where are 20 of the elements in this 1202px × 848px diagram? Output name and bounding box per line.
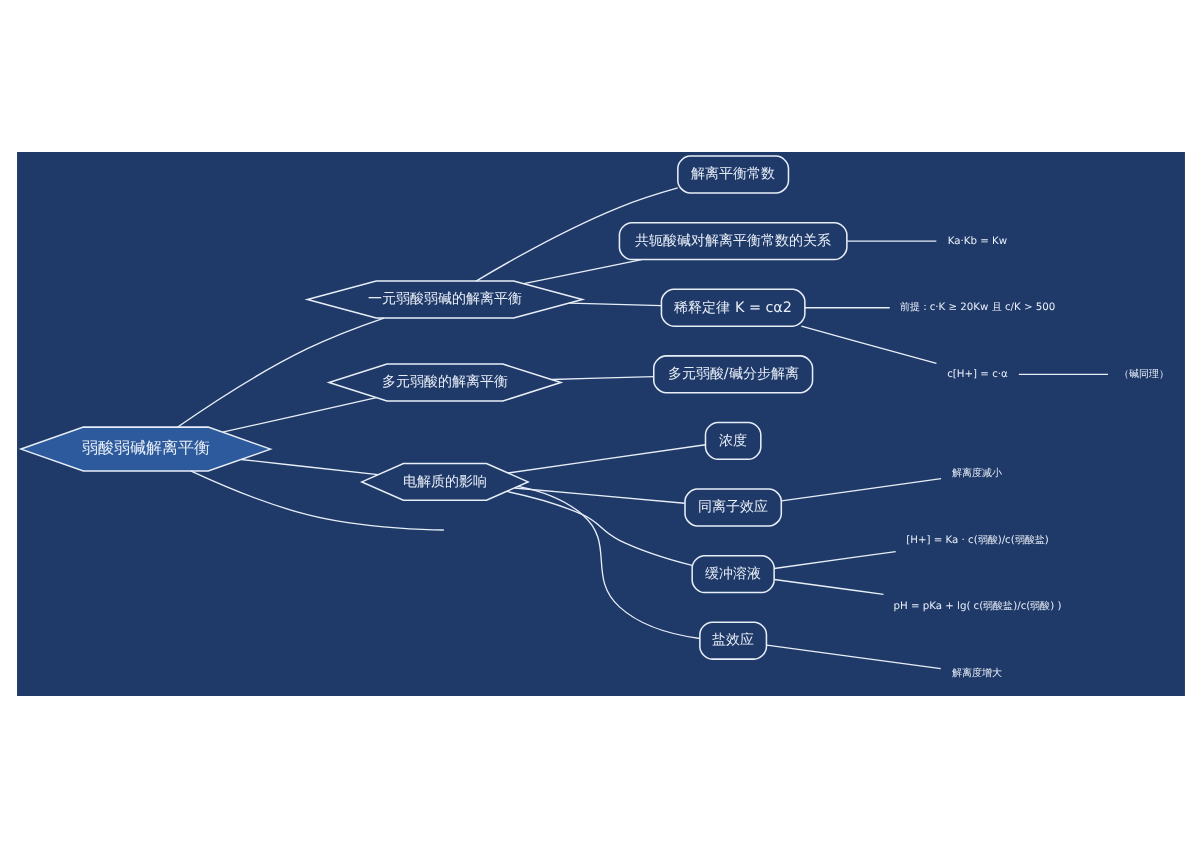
connector [780, 477, 942, 502]
connector [766, 644, 942, 670]
connector [1018, 373, 1109, 375]
connector [846, 240, 938, 242]
connector [800, 325, 938, 364]
connector [517, 485, 701, 640]
connector [240, 458, 379, 476]
connector [475, 187, 679, 282]
connector [506, 490, 693, 567]
connector [551, 375, 655, 381]
connector [773, 550, 897, 570]
connector [804, 307, 891, 309]
connector [523, 258, 643, 285]
connector [176, 317, 385, 428]
connector [190, 470, 445, 531]
connector [221, 396, 378, 433]
connector [507, 444, 707, 474]
connector [513, 487, 686, 504]
connector [773, 578, 885, 595]
connector [568, 302, 663, 307]
